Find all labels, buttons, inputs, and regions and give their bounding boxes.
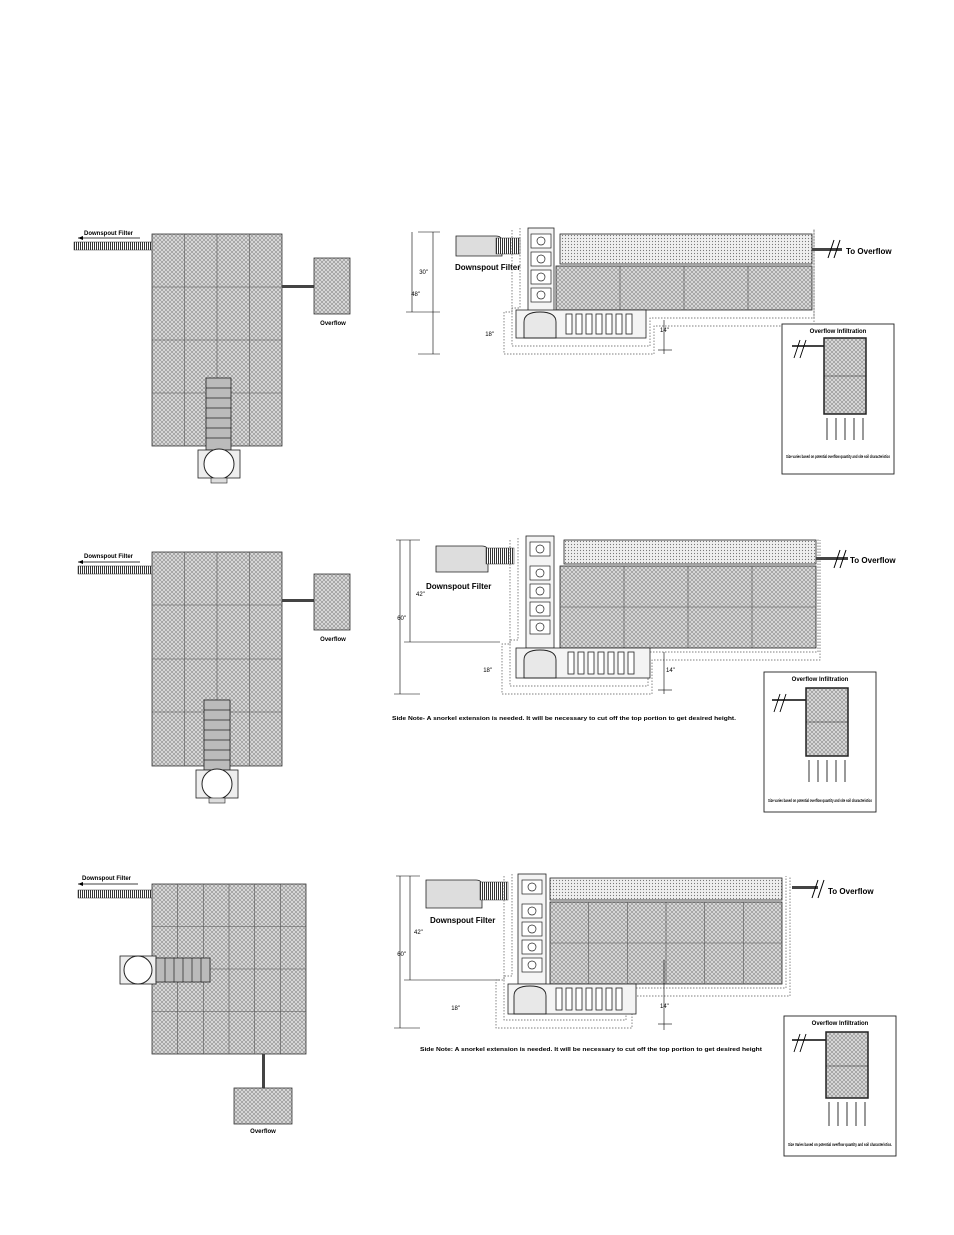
snorkel-column	[527, 227, 555, 313]
overflow-box	[313, 573, 351, 631]
distribution-pipe	[119, 955, 211, 985]
distribution-pipe	[195, 699, 239, 804]
dim-60: 60"	[397, 616, 406, 622]
overflow-infiltration-inset: Overflow Infiltration Size varies based …	[781, 323, 895, 475]
downspout-filter: Downspout Filter	[426, 545, 515, 591]
overflow-label: Overflow	[320, 321, 346, 327]
arrow-icon	[78, 560, 83, 564]
inlet-pipe	[77, 889, 155, 899]
gravel-layer	[563, 539, 817, 565]
downspout-filter-label: Downspout Filter	[82, 876, 132, 882]
overflow-infiltration-inset: Overflow Infiltration Size Varies based …	[783, 1015, 897, 1157]
downspout-filter: Downspout Filter	[455, 235, 520, 272]
overflow-label: Overflow	[250, 1129, 276, 1135]
dim-42: 42"	[414, 930, 423, 936]
plan-view-1: Downspout Filter Overflow	[73, 231, 351, 484]
arrow-icon	[78, 882, 83, 886]
distribution-base	[507, 983, 637, 1015]
dim-14: 14"	[660, 328, 669, 334]
distribution-base	[515, 647, 651, 679]
snorkel-column	[525, 535, 555, 649]
side-note: Side Note- A snorkel extension is needed…	[392, 716, 737, 722]
plan-view-2: Downspout Filter Overflow	[77, 551, 351, 804]
gravel-layer	[549, 877, 783, 901]
overflow-infiltration-inset: Overflow Infiltration Size varies based …	[763, 671, 877, 813]
dim-60: 60"	[397, 952, 406, 958]
to-overflow-label: To Overflow	[828, 887, 874, 896]
dim-30: 30"	[419, 270, 428, 276]
inset-caption: Size varies based on potential overflow …	[768, 798, 872, 803]
inlet-pipe	[73, 241, 155, 251]
dim-14: 14"	[666, 668, 675, 674]
snorkel-column	[517, 873, 547, 985]
overflow-infiltration-title: Overflow Infiltration	[792, 677, 849, 683]
dim-42: 42"	[416, 592, 425, 598]
overflow-label: Overflow	[320, 637, 346, 643]
section-view-3: 42" 60" 18" Downspout Filter	[394, 873, 897, 1157]
gravel-layer	[559, 233, 813, 265]
downspout-filter-label: Downspout Filter	[430, 916, 495, 925]
dim-18: 18"	[483, 668, 492, 674]
dim-14: 14"	[660, 1004, 669, 1010]
inlet-pipe	[77, 565, 155, 575]
overflow-infiltration-title: Overflow Infiltration	[810, 329, 867, 335]
plan-view-3: Downspout Filter Overflow	[77, 876, 307, 1135]
downspout-filter-label: Downspout Filter	[84, 554, 134, 560]
arrow-icon	[78, 236, 83, 240]
inset-caption: Size Varies based on potential overflow …	[788, 1142, 892, 1147]
downspout-filter-label: Downspout Filter	[455, 263, 520, 272]
dim-48: 48"	[411, 292, 420, 298]
overflow-box	[233, 1087, 293, 1125]
dim-18: 18"	[451, 1006, 460, 1012]
section-view-1: 30" 48" 18" Downspout Filter	[406, 227, 895, 475]
section-view-2: 42" 60" 18" Downspout Filter	[392, 535, 896, 813]
overflow-infiltration-title: Overflow Infiltration	[812, 1021, 869, 1027]
downspout-filter-label: Downspout Filter	[426, 582, 491, 591]
downspout-filter: Downspout Filter	[425, 879, 509, 925]
distribution-base	[515, 309, 647, 339]
inset-caption: Size varies based on potential overflow …	[786, 454, 890, 459]
dim-18: 18"	[485, 332, 494, 338]
downspout-filter-label: Downspout Filter	[84, 231, 134, 237]
to-overflow-label: To Overflow	[850, 556, 896, 565]
distribution-pipe	[197, 377, 241, 484]
to-overflow-label: To Overflow	[846, 247, 892, 256]
overflow-box	[313, 257, 351, 315]
side-note: Side Note: A snorkel extension is needed…	[420, 1047, 762, 1053]
